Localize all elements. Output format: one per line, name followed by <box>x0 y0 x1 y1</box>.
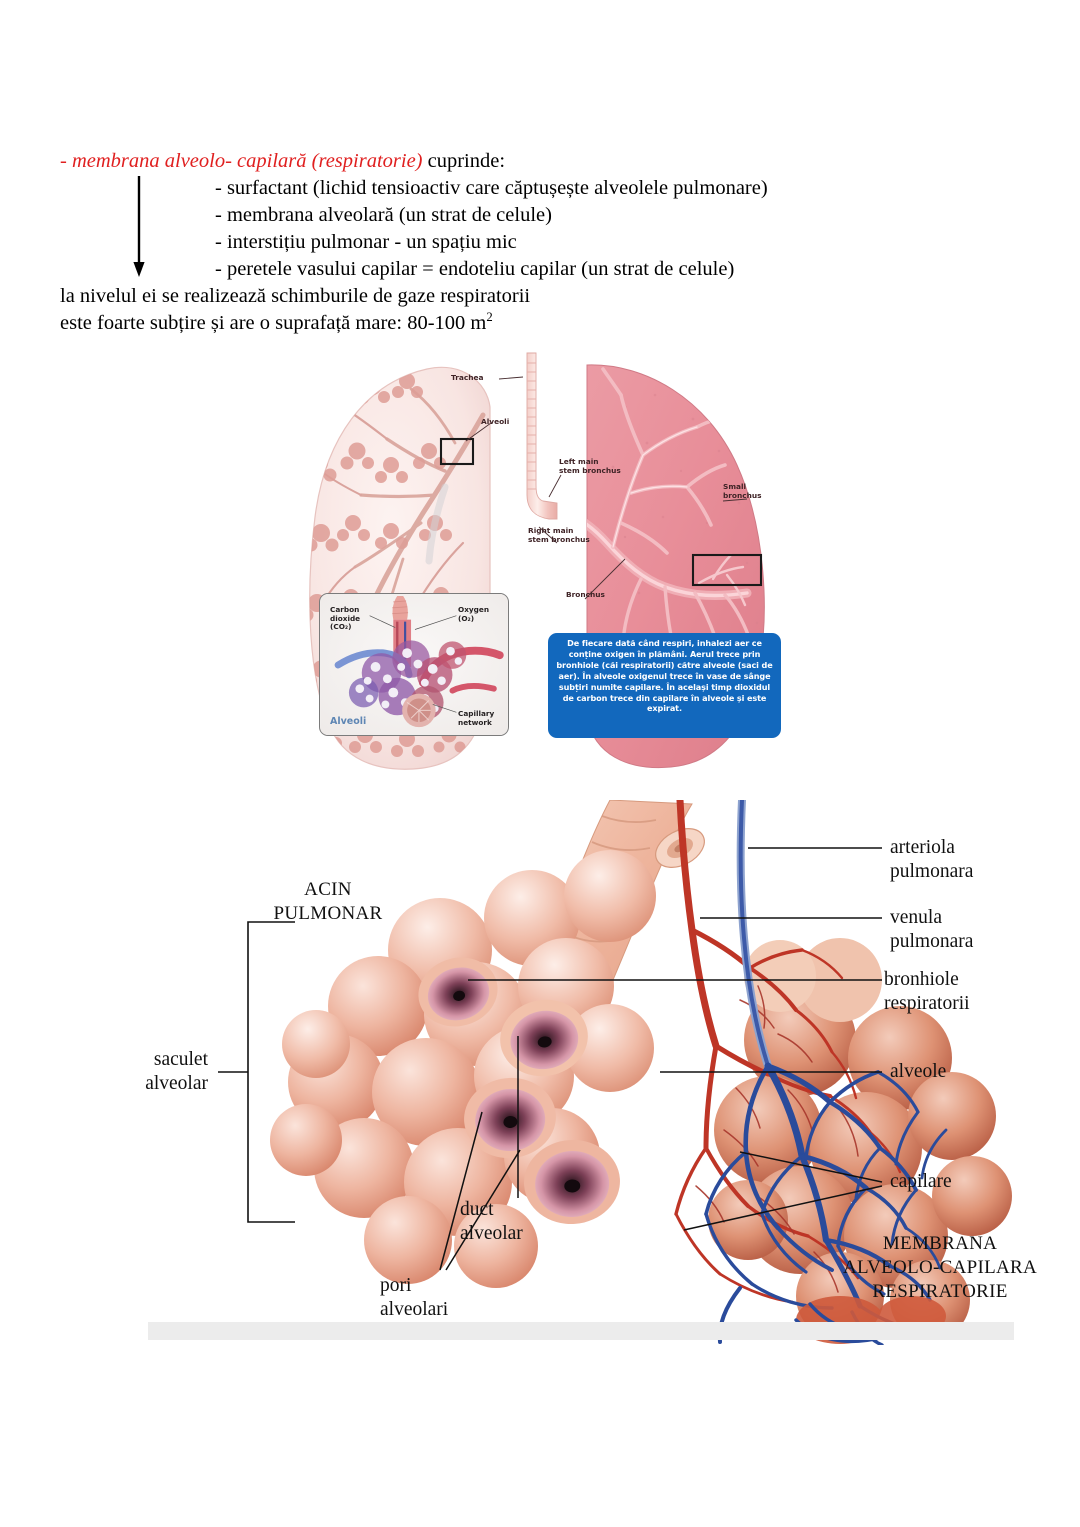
note-bullet-membrana-alveolara: - membrana alveolară (un strat de celule… <box>215 204 552 226</box>
figure1-leader-lines <box>465 376 748 600</box>
capillary-covered-alveoli <box>674 800 1012 1345</box>
acinus-illustration <box>218 800 1012 1345</box>
figure-pulmonary-acinus: ACIN PULMONAR saculet alveolar duct alve… <box>140 800 1037 1345</box>
figure1-label-left-main-stem-bronchus: Left main stem bronchus <box>559 457 621 476</box>
figure2-bottom-band <box>148 1322 1014 1340</box>
trachea-structure <box>526 352 558 520</box>
figure2-label-alveole: alveole <box>890 1061 947 1082</box>
figure2-label-membrana-alveolo-capilara: MEMBRANA ALVEOLO-CAPILARA RESPIRATORIE <box>842 1233 1038 1302</box>
inset-label-capillary-network: Capillary network <box>458 709 495 727</box>
note-line-schimburi-gaze: la nivelul ei se realizează schimburile … <box>60 285 531 307</box>
figure2-label-acin-pulmonar: ACIN PULMONAR <box>273 879 383 924</box>
figure2-label-venula-pulmonara: venula pulmonara <box>890 907 974 952</box>
figure1-label-bronchus: Bronchus <box>566 590 605 599</box>
figure2-leader-lines <box>218 847 883 1271</box>
inset-label-carbon-dioxide: Carbon dioxide (CO₂) <box>330 605 361 632</box>
note-bullet-interstitiu: - interstițiu pulmonar - un spațiu mic <box>215 231 517 253</box>
figure2-label-saculet-alveolar: saculet alveolar <box>145 1049 208 1094</box>
note-bullet-surfactant: - surfactant (lichid tensioactiv care că… <box>215 177 768 199</box>
note-line-heading: - membrana alveolo- capilară (respirator… <box>60 148 1010 175</box>
figure1-inset-alveoli-closeup: Carbon dioxide (CO₂) Oxygen (O₂) Alveoli… <box>319 593 509 736</box>
alveolar-openings <box>418 957 620 1225</box>
notes-block: - membrana alveolo- capilară (respirator… <box>60 148 1010 337</box>
figure1-label-trachea: Trachea <box>451 373 484 382</box>
alveoli-capillary-illustration <box>320 594 508 735</box>
figure2-label-pori-alveolari: pori alveolari <box>380 1275 449 1320</box>
figure1-label-right-main-stem-bronchus: Right main stem bronchus <box>528 526 590 545</box>
note-suprafata-exponent: 2 <box>486 310 493 325</box>
figure2-label-capilare: capilare <box>890 1171 952 1192</box>
romanian-explanation-callout: De fiecare dată când respiri, inhalezi a… <box>548 633 781 738</box>
small-bronchus-highlight-box <box>691 553 763 587</box>
inset-label-oxygen: Oxygen (O₂) <box>458 605 490 623</box>
figure2-label-arteriola-pulmonara: arteriola pulmonara <box>890 837 974 882</box>
note-heading-tail: cuprinde: <box>422 150 506 172</box>
figure2-label-duct-alveolar: duct alveolar <box>460 1199 523 1244</box>
note-line-suprafata: este foarte subțire și are o suprafață m… <box>60 310 1010 337</box>
alveolar-sac-cluster <box>270 850 656 1288</box>
figure1-label-small-bronchus: Small bronchus <box>723 482 762 501</box>
note-heading-paren: (respiratorie) <box>311 150 423 172</box>
note-suprafata-text: este foarte subțire și are o suprafață m… <box>60 312 487 334</box>
figure2-label-bronhiole-respiratorii: bronhiole respiratorii <box>884 969 970 1014</box>
note-heading-lead: - membrana alveolo- capilară <box>60 150 312 172</box>
down-arrow-icon <box>133 176 145 277</box>
note-bullet-perete-capilar: - peretele vasului capilar = endoteliu c… <box>215 258 735 280</box>
alveoli-highlight-box <box>439 437 475 466</box>
pulmonary-venule-tree <box>704 800 948 1332</box>
inset-label-alveoli: Alveoli <box>330 716 367 727</box>
figure1-label-alveoli: Alveoli <box>481 417 510 426</box>
figure-lungs-overview: Trachea Alveoli Left main stem bronchus … <box>295 347 785 799</box>
